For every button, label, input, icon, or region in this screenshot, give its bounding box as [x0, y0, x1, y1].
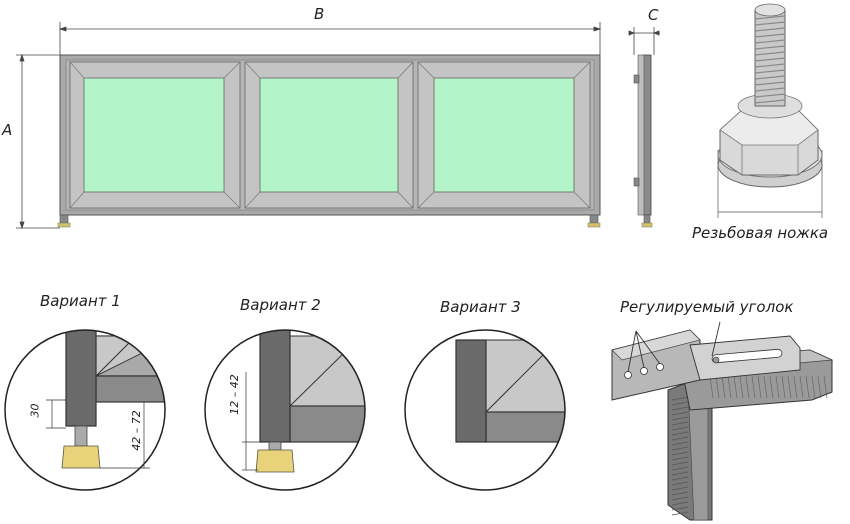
dimension-a-label: A [2, 121, 13, 139]
glass-panel-1 [69, 61, 241, 209]
dimension-c-label: C [648, 6, 659, 24]
dimension-a [16, 53, 60, 230]
dimension-b [58, 22, 602, 55]
screen-front-view [16, 22, 602, 230]
glass-panel-2 [244, 61, 414, 209]
variant-2-detail [204, 329, 366, 491]
variant-3-caption: Вариант 3 [440, 298, 521, 316]
variant-2-adjust-range: 12 – 42 [227, 374, 241, 415]
variant-1-foot-offset: 30 [28, 403, 42, 418]
adjustable-corner-caption: Регулируемый уголок [620, 298, 794, 316]
threaded-foot-caption: Резьбовая ножка [692, 224, 829, 242]
variant-1-caption: Вариант 1 [40, 292, 121, 310]
variant-3-detail [404, 329, 566, 491]
variant-2-caption: Вариант 2 [240, 296, 321, 314]
screen-side-view [628, 27, 660, 228]
variant-1-adjust-range: 42 – 72 [129, 410, 143, 451]
threaded-foot-illustration [717, 3, 823, 218]
glass-panel-3 [417, 61, 591, 209]
dimension-b-label: B [314, 5, 325, 23]
screen-feet [57, 214, 601, 228]
adjustable-corner-illustration [611, 321, 834, 521]
